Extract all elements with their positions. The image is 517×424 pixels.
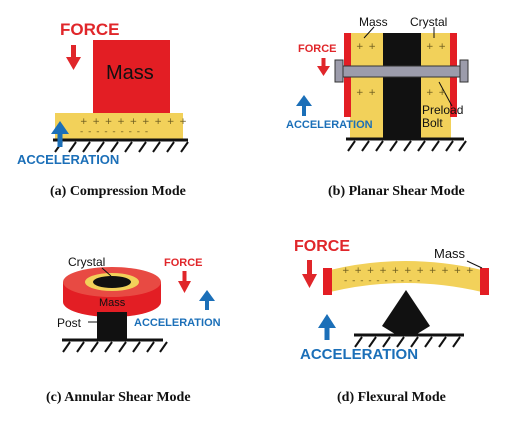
force-arrow-icon (302, 260, 317, 288)
flexural-diagram (302, 260, 489, 348)
panel-compression-mode: FORCE Mass + + + + + + + + + - - - - - -… (0, 0, 258, 210)
crystal-layer (55, 113, 183, 139)
bolt-label: Bolt (422, 116, 443, 130)
panel-flexural-mode: FORCE Mass + + + + + + + + + + + - - - -… (258, 210, 517, 424)
planar-shear-diagram (296, 26, 469, 152)
post-label: Post (57, 316, 82, 330)
acceleration-arrow-icon (51, 121, 69, 147)
force-label: FORCE (298, 43, 337, 55)
acceleration-label: ACCELERATION (286, 119, 373, 131)
mass-left (323, 268, 332, 295)
crystal-minus-signs: - - - - - - - - - - (344, 276, 422, 286)
mass-block (93, 40, 170, 113)
crystal-beam (330, 261, 482, 292)
center-post (383, 33, 421, 139)
panel-planar-shear-mode: Mass Crystal FORCE + + + + + + + + ACCEL… (258, 0, 517, 210)
acceleration-arrow-icon (199, 290, 215, 310)
preload-label: Preload (422, 103, 464, 117)
force-arrow-icon (178, 271, 191, 293)
crystal-left (350, 33, 383, 139)
crystal-plus-signs-lower-left: + + (356, 88, 377, 98)
crystal-plus-signs: + + + + + + + + + + + (342, 266, 475, 276)
force-arrow-icon (317, 58, 330, 76)
mass-label: Mass (99, 297, 126, 309)
preload-bolt (341, 65, 462, 78)
crystal-label: Crystal (68, 255, 106, 269)
panel-annular-shear-mode: Crystal FORCE Mass Post ACCELERATION (c)… (0, 210, 258, 424)
crystal-plus-signs-left: + + (356, 42, 377, 52)
crystal-plus-signs-right: + + (426, 42, 447, 52)
acceleration-label: ACCELERATION (300, 346, 419, 363)
crystal-plus-signs-lower-right: + + (426, 88, 447, 98)
crystal-plus-signs: + + + + + + + + + (80, 117, 188, 127)
acceleration-label: ACCELERATION (134, 317, 221, 329)
crystal-right (421, 33, 451, 139)
force-label: FORCE (164, 257, 203, 269)
mass-label: Mass (106, 62, 154, 84)
acceleration-label: ACCELERATION (17, 152, 120, 167)
crystal-label: Crystal (410, 15, 448, 29)
mass-right (480, 268, 489, 295)
ground-hatching (54, 141, 189, 153)
acceleration-arrow-icon (296, 95, 312, 116)
caption-annular-shear-mode: (c) Annular Shear Mode (46, 390, 191, 405)
annular-shear-diagram (62, 267, 215, 353)
acceleration-arrow-icon (318, 314, 336, 340)
pivot (382, 290, 430, 334)
mass-label: Mass (359, 15, 388, 29)
force-arrow-icon (66, 45, 81, 70)
mass-label: Mass (434, 246, 466, 261)
crystal-minus-signs: - - - - - - - - - (80, 127, 150, 137)
post (97, 312, 127, 340)
force-label: FORCE (60, 20, 120, 39)
force-label: FORCE (294, 238, 350, 255)
compression-diagram (51, 40, 189, 153)
caption-planar-shear-mode: (b) Planar Shear Mode (328, 184, 465, 199)
caption-flexural-mode: (d) Flexural Mode (337, 390, 446, 405)
caption-compression-mode: (a) Compression Mode (50, 184, 186, 199)
